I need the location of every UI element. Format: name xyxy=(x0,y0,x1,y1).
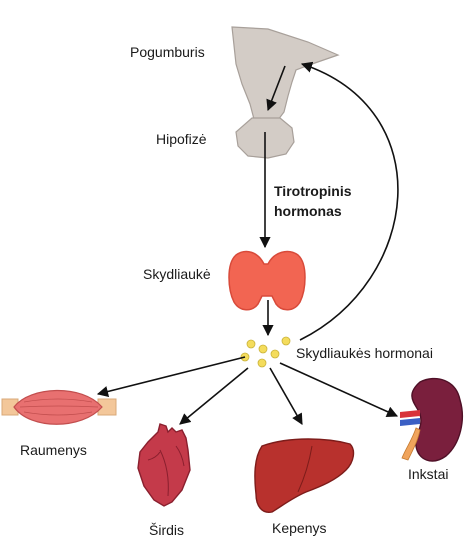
label-thyroid: Skydliaukė xyxy=(143,266,211,282)
label-tsh-line2: hormonas xyxy=(274,203,342,219)
arrow-to-muscles xyxy=(96,356,246,397)
thyroid-shape xyxy=(228,250,306,311)
arrow-to-kidneys xyxy=(279,362,399,417)
hypothalamus-to-pituitary-arrow xyxy=(266,65,286,112)
label-tsh-line1: Tirotropinis xyxy=(274,183,352,199)
feedback-arrow xyxy=(299,61,399,341)
arrow-to-heart xyxy=(179,367,249,425)
label-liver: Kepenys xyxy=(272,520,327,536)
label-heart: Širdis xyxy=(149,522,185,538)
liver-illustration xyxy=(254,438,355,513)
label-hypothalamus: Pogumburis xyxy=(130,44,205,60)
kidney-illustration xyxy=(400,377,463,462)
heart-illustration xyxy=(137,423,191,507)
hormone-dots xyxy=(240,336,291,368)
arrow-to-liver xyxy=(269,367,303,425)
hypothalamus-shape xyxy=(231,26,340,124)
label-muscles: Raumenys xyxy=(20,442,87,458)
label-pituitary: Hipofizė xyxy=(156,131,207,147)
muscle-illustration xyxy=(1,389,117,425)
label-thyroid-hormones: Skydliaukės hormonai xyxy=(296,345,433,361)
label-kidneys: Inkstai xyxy=(408,466,449,482)
